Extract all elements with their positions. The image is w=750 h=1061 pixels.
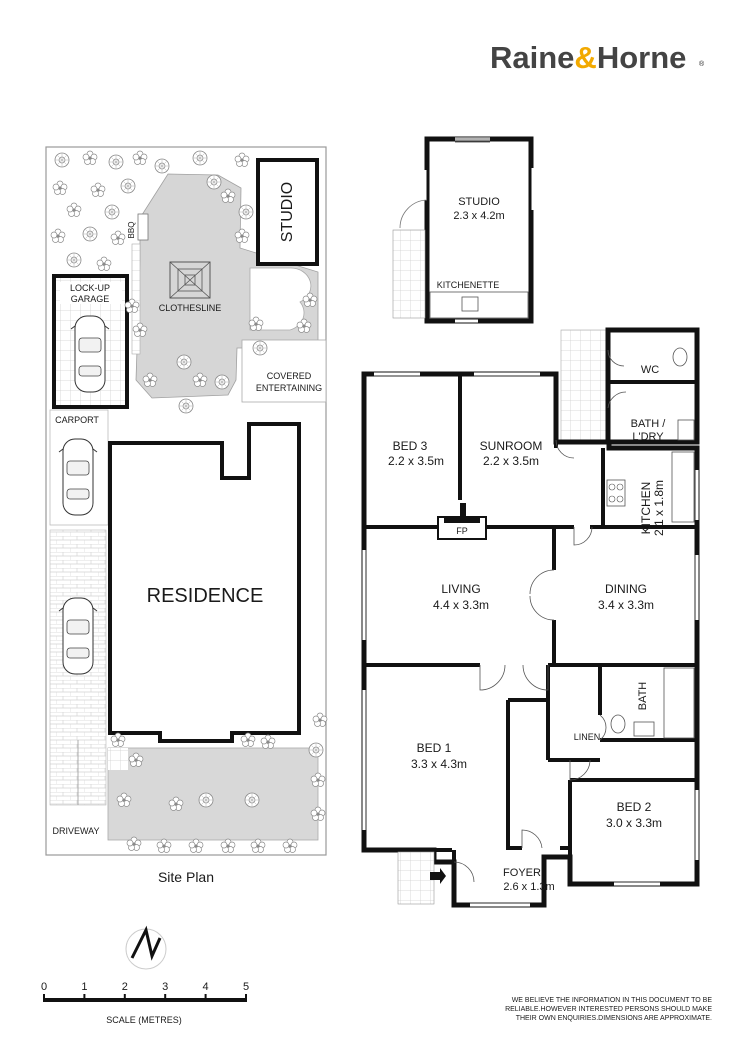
kitchenette-label: KITCHENETTE [437, 280, 500, 290]
residence-label: RESIDENCE [147, 585, 264, 607]
interior-walls [364, 376, 697, 862]
covered-entertaining-line1: COVERED [267, 371, 312, 381]
disclaimer-line-1: WE BELIEVE THE INFORMATION IN THIS DOCUM… [512, 997, 713, 1004]
disclaimer: WE BELIEVE THE INFORMATION IN THIS DOCUM… [505, 997, 712, 1022]
bath-label: BATH [637, 682, 649, 711]
scale-tick [43, 994, 45, 1002]
brand-name: Raine&Horne [490, 40, 686, 75]
bath-basin-icon [633, 721, 655, 737]
carport-label: CARPORT [55, 415, 99, 425]
brand-logo: Raine&Horne ® [490, 40, 705, 75]
scale-tick [123, 994, 126, 1002]
garage-label-line1: LOCK-UP [70, 283, 110, 293]
studio-step [392, 229, 426, 319]
scale-tick-label: 4 [203, 981, 209, 993]
kitchenette-counter [429, 291, 529, 319]
driveway-label: DRIVEWAY [52, 826, 99, 836]
site-studio-label: STUDIO [279, 182, 296, 242]
windows [362, 372, 699, 907]
bed2-name: BED 2 [617, 800, 652, 814]
disclaimer-line-2: RELIABLE.HOWEVER INTERESTED PERSONS SHOU… [505, 1006, 712, 1013]
bath-laundry-label-line2: L'DRY [632, 431, 664, 443]
clothesline-label: CLOTHESLINE [159, 303, 222, 313]
dining-name: DINING [605, 582, 647, 596]
scale-tick-label: 5 [243, 981, 249, 993]
covered-entertaining-line2: ENTERTAINING [256, 383, 322, 393]
scale-tick-label: 3 [162, 981, 168, 993]
scale-tick-label: 2 [122, 981, 128, 993]
laundry-tub-icon [677, 419, 695, 441]
linen-label: LINEN [574, 732, 601, 742]
north-label: N [0, 0, 1, 1]
scale-bar-line [44, 998, 246, 1002]
studio-size: 2.3 x 4.2m [453, 210, 504, 222]
foyer-name: FOYER [503, 867, 541, 879]
scale-tick [164, 994, 167, 1002]
brand-registered-mark: ® [699, 60, 705, 68]
living-size: 4.4 x 3.3m [433, 598, 489, 612]
bed3-size: 2.2 x 3.5m [388, 454, 444, 468]
scale-tick-label: 1 [81, 981, 87, 993]
bathtub-icon [663, 667, 695, 739]
disclaimer-line-3: THEIR OWN ENQUIRIES.DIMENSIONS ARE APPRO… [516, 1015, 712, 1022]
studio-building: STUDIO 2.3 x 4.2m KITCHENETTE [392, 136, 535, 324]
scale-tick [204, 994, 207, 1002]
bbq-label: BBQ [127, 222, 136, 239]
bath-laundry-label-line1: BATH / [631, 418, 667, 430]
front-steps [397, 851, 435, 905]
sunroom-name: SUNROOM [480, 439, 543, 453]
site-plan-caption: Site Plan [158, 869, 214, 885]
living-name: LIVING [441, 582, 480, 596]
bath-toilet-icon [610, 714, 626, 734]
scale-label: SCALE (METRES) [106, 1015, 182, 1025]
residence-outline [108, 422, 301, 743]
bbq-unit [137, 213, 149, 241]
bed1-size: 3.3 x 4.3m [411, 757, 467, 771]
studio-name: STUDIO [458, 196, 500, 208]
scale-tick [83, 994, 86, 1002]
dining-size: 3.4 x 3.3m [598, 598, 654, 612]
north-arrow: N [0, 0, 167, 970]
bed2-size: 3.0 x 3.3m [606, 816, 662, 830]
front-lawn [107, 747, 319, 841]
door-swings [453, 349, 627, 883]
kitchen-name: KITCHEN [639, 482, 653, 535]
kitchenette-sink-icon [461, 296, 479, 312]
house-floor-plan: FP WC BATH / L'DRY BED 3 2.2 x 3.5m SUNR… [361, 327, 700, 908]
site-plan: CLOTHESLINE STUDIO BBQ LOCK-UP GARAGE CO… [45, 146, 328, 885]
bed3-name: BED 3 [393, 439, 428, 453]
scale-tick [245, 994, 247, 1002]
garage-label-line2: GARAGE [71, 294, 110, 304]
studio-walls [424, 136, 534, 324]
rear-porch [560, 329, 610, 441]
clothesline-icon [169, 261, 211, 299]
scale-bar: 0 1 2 3 4 5 SCALE (METRES) [41, 981, 249, 1025]
fireplace-label: FP [456, 526, 468, 536]
sunroom-size: 2.2 x 3.5m [483, 454, 539, 468]
bed1-name: BED 1 [417, 741, 452, 755]
wc-toilet-icon [672, 347, 688, 367]
carport-car-icon [58, 438, 98, 516]
driveway-car-icon [58, 597, 98, 675]
kitchen-counter [671, 451, 695, 523]
kitchen-size: 2.1 x 1.8m [652, 480, 666, 536]
entry-arrow-icon [430, 868, 446, 884]
scale-tick-label: 0 [41, 981, 47, 993]
exterior-walls [361, 327, 700, 908]
wc-label: WC [641, 364, 659, 376]
foyer-size: 2.6 x 1.3m [503, 881, 554, 893]
north-arrow-icon [130, 925, 162, 961]
site-studio-outline [256, 158, 319, 266]
cooktop-icon [606, 479, 626, 507]
garage-car-icon [70, 315, 110, 393]
